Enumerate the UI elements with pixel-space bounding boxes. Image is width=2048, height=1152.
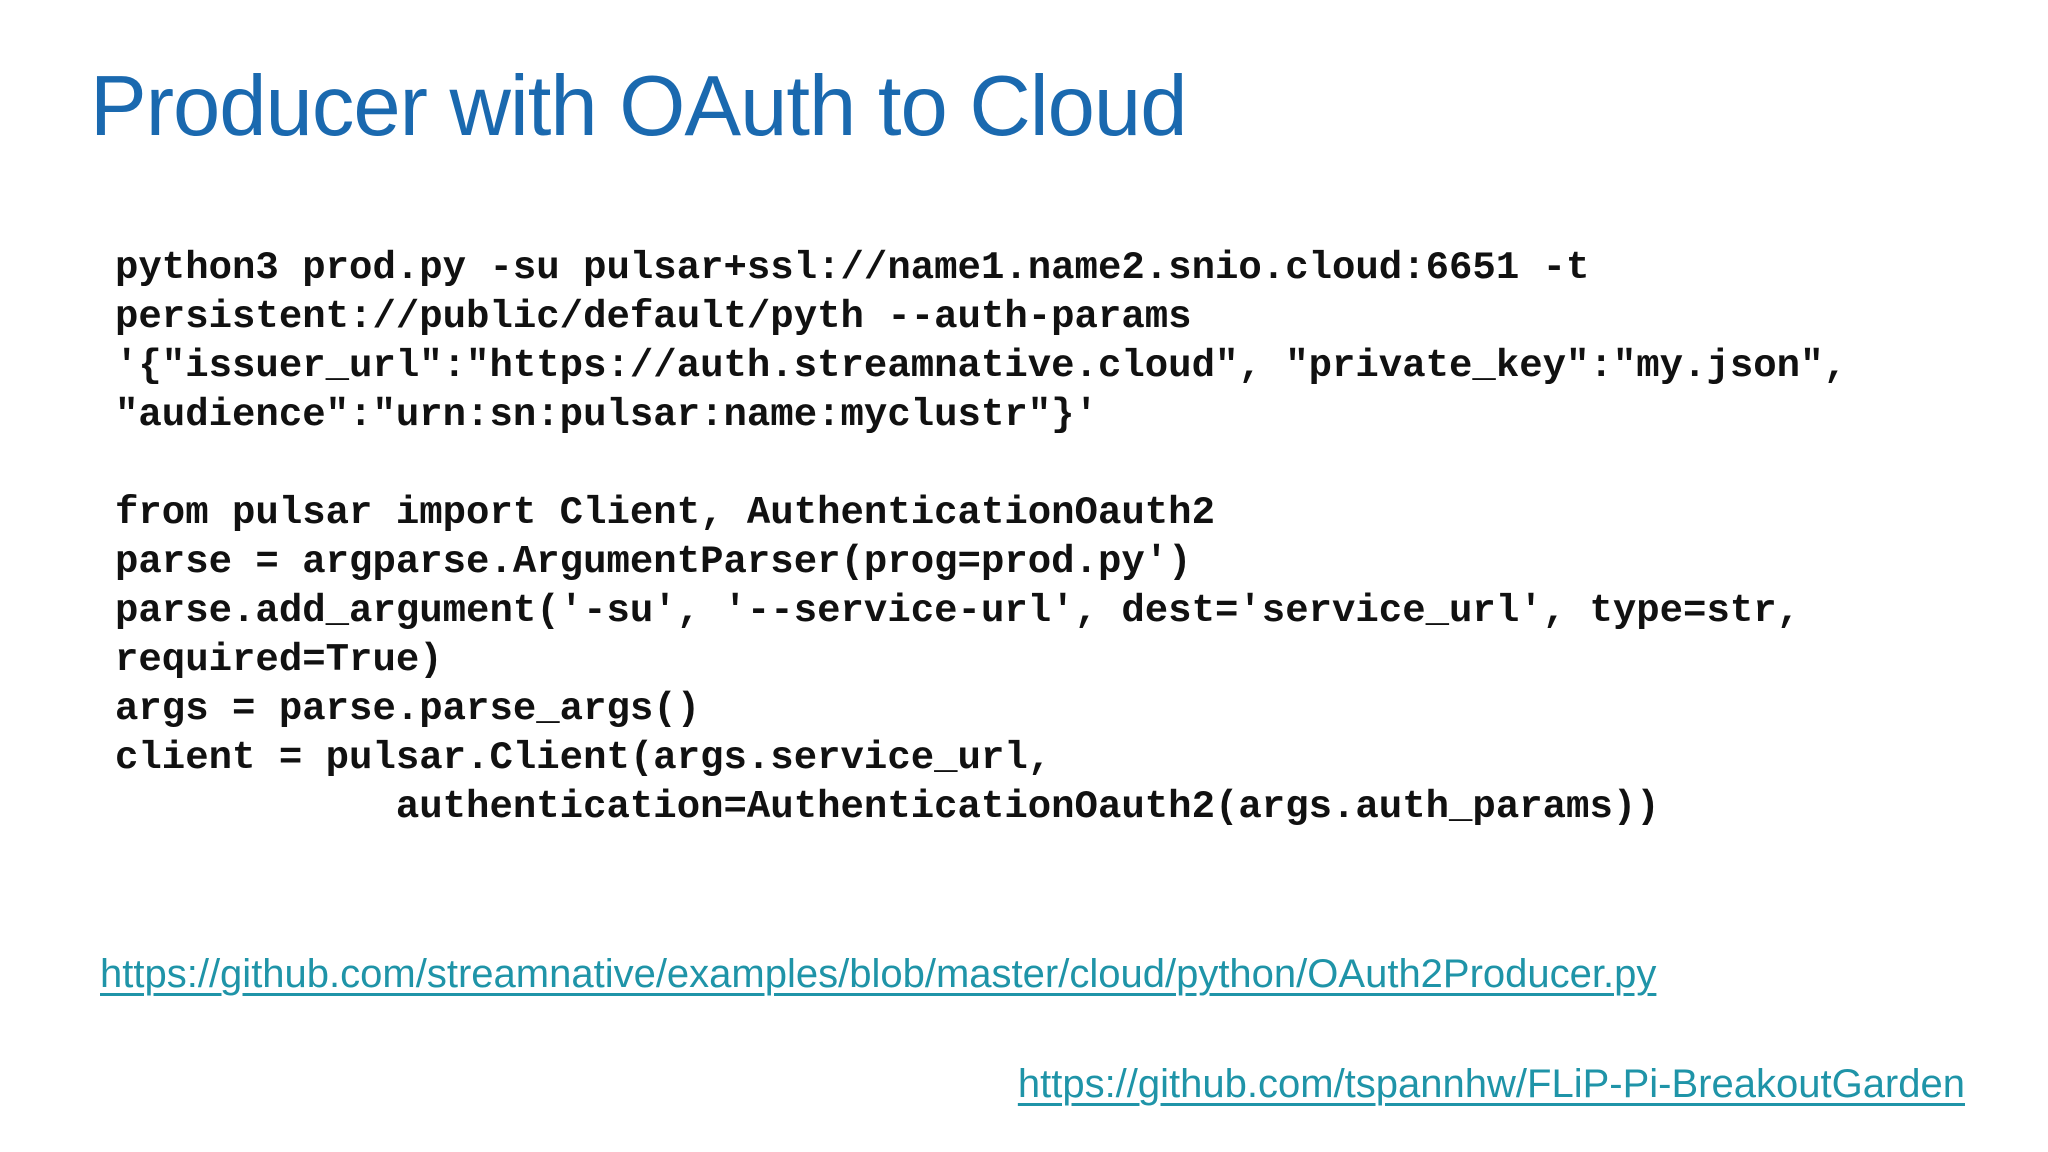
- code-block: python3 prod.py -su pulsar+ssl://name1.n…: [115, 246, 1847, 829]
- slide-title: Producer with OAuth to Cloud: [90, 59, 1187, 154]
- link-flip-pi-breakoutgarden[interactable]: https://github.com/tspannhw/FLiP-Pi-Brea…: [1017, 1062, 1965, 1106]
- link-oauth2producer-example[interactable]: https://github.com/streamnative/examples…: [100, 952, 1657, 996]
